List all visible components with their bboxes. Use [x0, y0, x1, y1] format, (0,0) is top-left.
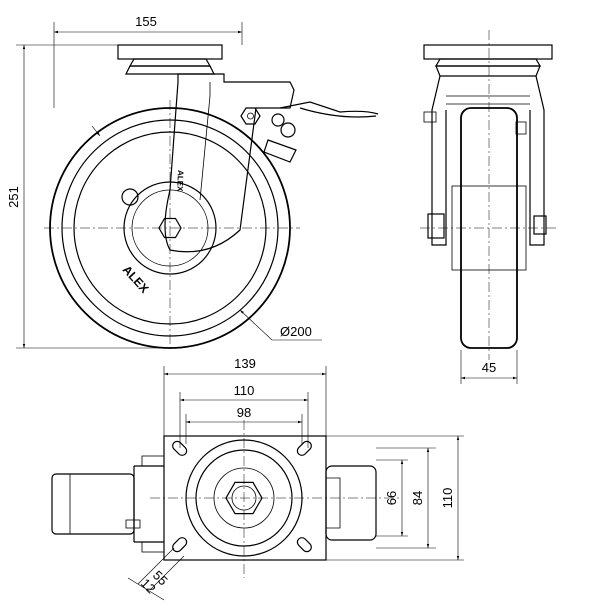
- mounting-slots: [172, 440, 312, 553]
- side-view: ALEX ALEX 155 251 Ø200: [6, 14, 379, 352]
- dim-110-label: 110: [234, 383, 255, 398]
- front-brake-pin-2: [515, 121, 527, 135]
- top-plate: [117, 44, 223, 60]
- hub-cap: [121, 188, 139, 206]
- dim-slot-ext-2: [149, 555, 185, 591]
- dim-dia-leader: [239, 309, 273, 341]
- slot-bottom-left: [172, 537, 188, 553]
- front-fork-left: [431, 75, 447, 246]
- brake-lever: [279, 101, 379, 115]
- top-brake: [325, 465, 377, 541]
- slot-bottom-right: [296, 537, 312, 553]
- front-view: 45: [420, 30, 556, 384]
- dim-139-label: 139: [234, 356, 256, 371]
- fork-arm: [164, 73, 295, 253]
- front-swivel-ring: [434, 58, 542, 67]
- front-axle-left: [427, 213, 445, 239]
- brake-pivot-2: [271, 113, 285, 127]
- top-fork-pad-2: [141, 541, 165, 553]
- brake-pivot: [280, 122, 296, 138]
- swivel-ring-lower: [125, 65, 215, 75]
- top-view: 139 110 98 66 84 110 12 55: [51, 356, 464, 601]
- fork-brand-text: ALEX: [175, 170, 185, 192]
- fork-edge: [199, 82, 211, 201]
- front-top-plate: [423, 44, 553, 60]
- top-brake-inner: [326, 477, 341, 529]
- brake-shoe: [263, 139, 297, 163]
- slot-top-left: [172, 440, 188, 456]
- dim-slot-line: [127, 577, 165, 601]
- dim-251-label: 251: [6, 186, 21, 208]
- dim-45-label: 45: [482, 360, 496, 375]
- front-axle-right: [533, 215, 547, 235]
- dim-98-label: 98: [237, 405, 251, 420]
- front-brake-pin: [423, 111, 437, 123]
- dim-dia-label: Ø200: [280, 324, 312, 339]
- dim-84-label: 84: [410, 491, 425, 505]
- front-fork-right: [529, 75, 545, 246]
- dim-slot-ext-1: [137, 547, 175, 585]
- top-fork-pad-1: [141, 455, 165, 467]
- top-wheel-left: [51, 473, 135, 535]
- top-fork-left: [133, 465, 164, 543]
- dim-155-label: 155: [135, 14, 157, 29]
- dim-66-label: 66: [384, 491, 399, 505]
- fork-bolt-center: [247, 112, 254, 120]
- swivel-ring: [128, 58, 212, 67]
- top-fork-pin: [125, 519, 141, 529]
- front-swivel-ring-lower: [435, 65, 541, 77]
- dim-side-110-label: 110: [440, 488, 455, 509]
- fork-bolt: [240, 107, 261, 125]
- slot-top-right: [296, 440, 312, 456]
- brake-lever-lower: [299, 107, 377, 118]
- dim-tread-leader: [91, 125, 101, 137]
